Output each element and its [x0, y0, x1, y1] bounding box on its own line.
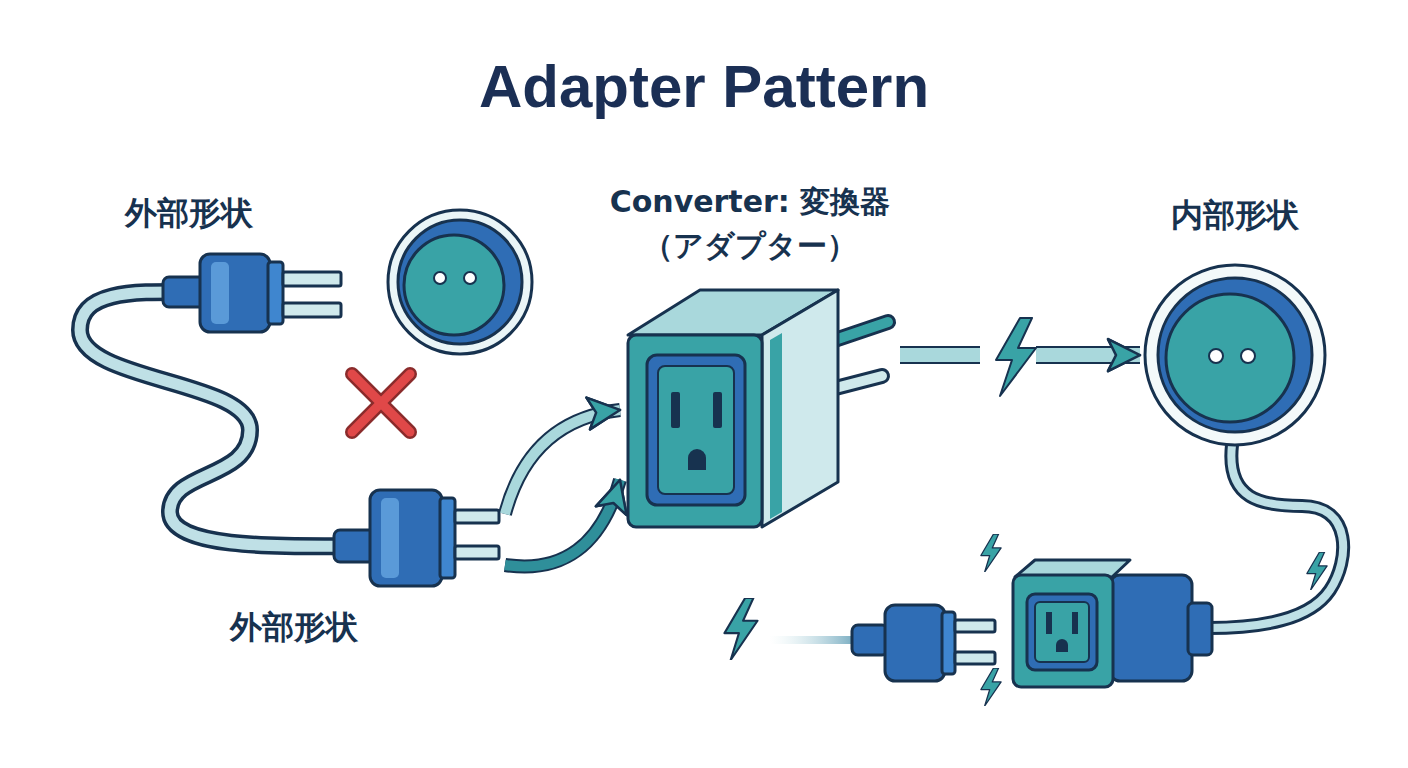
component-group: 外部形状 — [120, 190, 360, 340]
connector-outline — [900, 346, 1140, 364]
connector-arrow — [505, 480, 620, 567]
external-plug — [163, 254, 341, 332]
component-group: Converter: 変換器（アダプター） — [620, 180, 900, 530]
connector-group — [505, 410, 620, 514]
connector-arrow — [505, 410, 620, 514]
diagram-title: Adapter Pattern — [0, 52, 1408, 121]
lightning-bolt — [980, 318, 1036, 396]
component-group: 外部形状 — [225, 480, 505, 650]
connector-group — [505, 480, 620, 567]
component-label: 外部形状 — [125, 192, 325, 234]
external-plug — [334, 490, 499, 586]
connector-arrow — [900, 348, 1140, 362]
component-group: 内部形状 — [1140, 190, 1330, 450]
connector-outline — [505, 480, 620, 567]
component-label: 内部形状 — [1130, 194, 1340, 236]
connected-assembly — [724, 534, 1327, 706]
connector-outline — [505, 410, 620, 514]
incompatible-socket — [388, 210, 532, 354]
connector-group — [900, 355, 1140, 356]
component-label: Converter: 変換器（アダプター） — [550, 180, 950, 268]
component-label: 外部形状 — [230, 606, 430, 648]
mismatch-cross — [352, 374, 410, 432]
adapter-cube — [628, 290, 888, 527]
